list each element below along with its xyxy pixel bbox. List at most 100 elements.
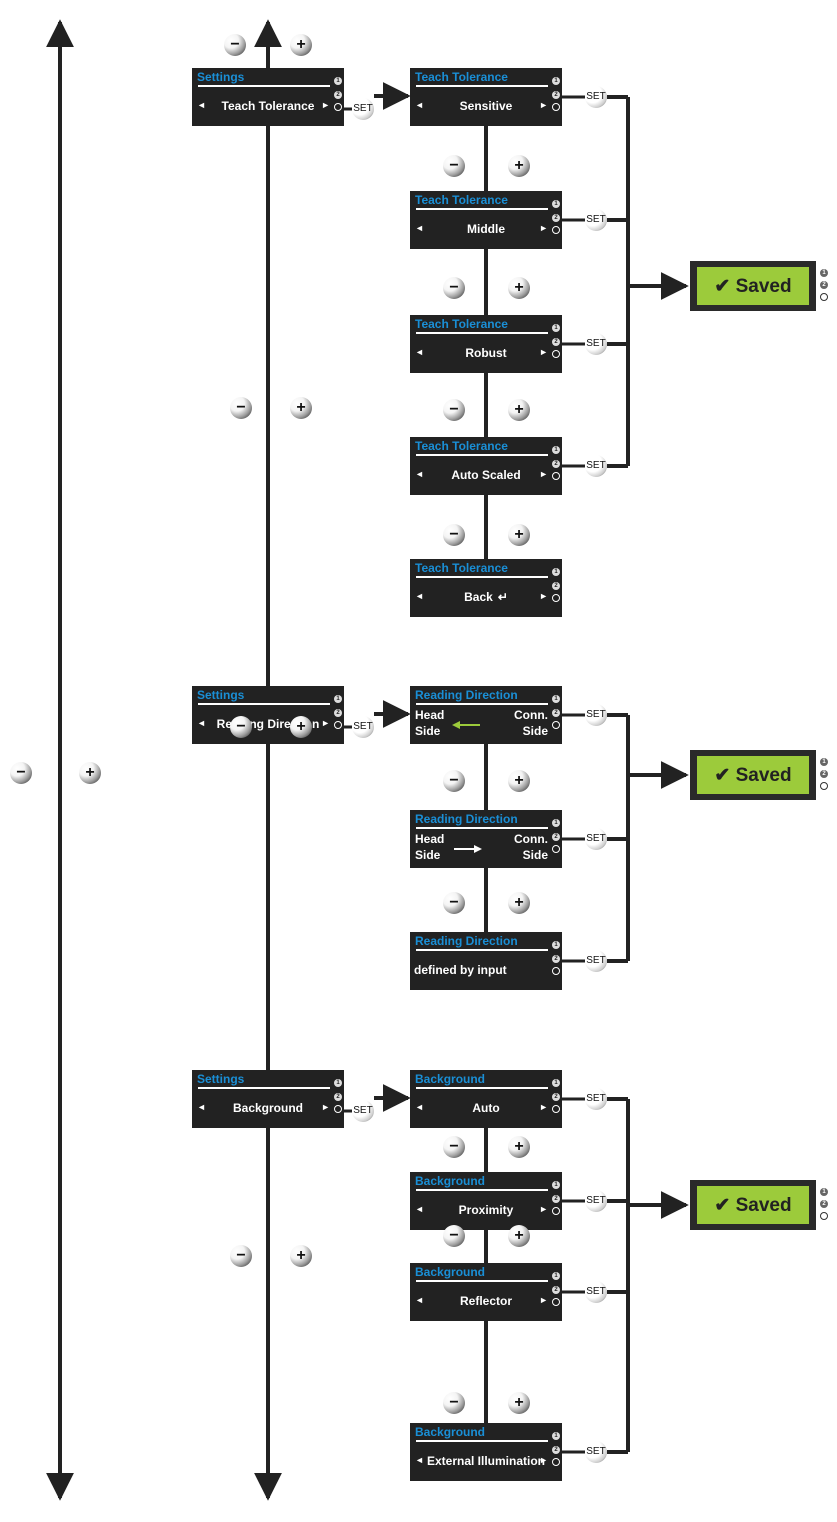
title-underline xyxy=(416,703,548,705)
plus-button-icon[interactable]: + xyxy=(508,892,530,914)
left-arrow-icon: ◄ xyxy=(415,1102,424,1112)
minus-button-icon[interactable]: − xyxy=(10,762,32,784)
title-underline xyxy=(416,1189,548,1191)
title-underline xyxy=(416,827,548,829)
direction-right-arrow-icon xyxy=(454,845,482,853)
minus-button-icon[interactable]: − xyxy=(443,524,465,546)
indicator-2-icon: 2 xyxy=(552,1286,560,1294)
plus-button-icon[interactable]: + xyxy=(290,397,312,419)
indicator-2-icon: 2 xyxy=(552,91,560,99)
indicator-1-icon: 1 xyxy=(820,269,828,277)
left-arrow-icon: ◄ xyxy=(415,223,424,233)
set-button-icon[interactable]: SET xyxy=(352,1100,374,1122)
plus-button-icon[interactable]: + xyxy=(508,277,530,299)
minus-button-icon[interactable]: − xyxy=(230,397,252,419)
box-title: Background xyxy=(415,1425,486,1439)
indicator-2-icon: 2 xyxy=(552,582,560,590)
option-value: Robust xyxy=(465,346,507,360)
indicator-3-icon xyxy=(552,1458,560,1466)
minus-button-icon[interactable]: − xyxy=(443,1225,465,1247)
plus-button-icon[interactable]: + xyxy=(79,762,101,784)
title-underline xyxy=(416,1087,548,1089)
set-button-icon[interactable]: SET xyxy=(585,828,607,850)
indicator-3-icon xyxy=(552,472,560,480)
setting-label: Background xyxy=(232,1101,303,1115)
set-button-icon[interactable]: SET xyxy=(585,950,607,972)
set-button-icon[interactable]: SET xyxy=(352,716,374,738)
plus-button-icon[interactable]: + xyxy=(508,770,530,792)
minus-button-icon[interactable]: − xyxy=(443,1136,465,1158)
right-arrow-icon: ► xyxy=(321,1102,330,1112)
plus-button-icon[interactable]: + xyxy=(290,1245,312,1267)
minus-button-icon[interactable]: − xyxy=(443,155,465,177)
indicator-2-icon: 2 xyxy=(334,1093,342,1101)
indicator-1-icon: 1 xyxy=(552,446,560,454)
set-button-icon[interactable]: SET xyxy=(585,1088,607,1110)
set-button-icon[interactable]: SET xyxy=(585,209,607,231)
title-underline xyxy=(198,1087,330,1089)
indicator-1-icon: 1 xyxy=(552,324,560,332)
indicator-2-icon: 2 xyxy=(820,281,828,289)
indicator-1-icon: 1 xyxy=(552,941,560,949)
box-title: Teach Tolerance xyxy=(415,70,508,84)
indicator-1-icon: 1 xyxy=(820,1188,828,1196)
set-button-icon[interactable]: SET xyxy=(585,1281,607,1303)
minus-button-icon[interactable]: − xyxy=(230,1245,252,1267)
saved-label: ✔ Saved xyxy=(697,1186,809,1224)
title-underline xyxy=(416,1280,548,1282)
plus-button-icon[interactable]: + xyxy=(290,34,312,56)
title-underline xyxy=(416,949,548,951)
left-arrow-icon: ◄ xyxy=(197,718,206,728)
option-value: defined by input xyxy=(414,963,507,977)
indicator-1-icon: 1 xyxy=(820,758,828,766)
head-side-label: Head Side xyxy=(415,832,445,862)
indicator-3-icon xyxy=(552,1298,560,1306)
plus-button-icon[interactable]: + xyxy=(508,1136,530,1158)
set-button-icon[interactable]: SET xyxy=(585,86,607,108)
plus-button-icon[interactable]: + xyxy=(508,399,530,421)
minus-button-icon[interactable]: − xyxy=(443,1392,465,1414)
set-button-icon[interactable]: SET xyxy=(585,704,607,726)
indicator-2-icon: 2 xyxy=(820,770,828,778)
indicator-3-icon xyxy=(552,1105,560,1113)
set-button-icon[interactable]: SET xyxy=(585,1441,607,1463)
plus-button-icon[interactable]: + xyxy=(508,155,530,177)
plus-button-icon[interactable]: + xyxy=(290,716,312,738)
minus-button-icon[interactable]: − xyxy=(443,770,465,792)
box-title: Reading Direction xyxy=(415,812,518,826)
plus-button-icon[interactable]: + xyxy=(508,524,530,546)
set-button-icon[interactable]: SET xyxy=(352,98,374,120)
setting-label: Teach Tolerance xyxy=(221,99,315,113)
indicator-1-icon: 1 xyxy=(552,1079,560,1087)
box-title: Settings xyxy=(197,70,245,84)
set-button-icon[interactable]: SET xyxy=(585,455,607,477)
option-value: External Illumination xyxy=(426,1454,546,1468)
option-value: Proximity xyxy=(458,1203,514,1217)
plus-button-icon[interactable]: + xyxy=(508,1392,530,1414)
minus-button-icon[interactable]: − xyxy=(224,34,246,56)
option-value: Sensitive xyxy=(459,99,513,113)
indicator-2-icon: 2 xyxy=(552,1195,560,1203)
indicator-3-icon xyxy=(552,594,560,602)
minus-button-icon[interactable]: − xyxy=(443,892,465,914)
minus-button-icon[interactable]: − xyxy=(443,399,465,421)
minus-button-icon[interactable]: − xyxy=(443,277,465,299)
set-button-icon[interactable]: SET xyxy=(585,333,607,355)
indicator-3-icon xyxy=(552,103,560,111)
option-value: Reflector xyxy=(459,1294,512,1308)
indicator-3-icon xyxy=(334,721,342,729)
indicator-3-icon xyxy=(820,293,828,301)
minus-button-icon[interactable]: − xyxy=(230,716,252,738)
indicator-3-icon xyxy=(552,226,560,234)
indicator-2-icon: 2 xyxy=(552,460,560,468)
box-title: Teach Tolerance xyxy=(415,193,508,207)
right-arrow-icon: ► xyxy=(539,591,548,601)
plus-button-icon[interactable]: + xyxy=(508,1225,530,1247)
indicator-2-icon: 2 xyxy=(334,709,342,717)
set-button-icon[interactable]: SET xyxy=(585,1190,607,1212)
indicator-3-icon xyxy=(820,782,828,790)
